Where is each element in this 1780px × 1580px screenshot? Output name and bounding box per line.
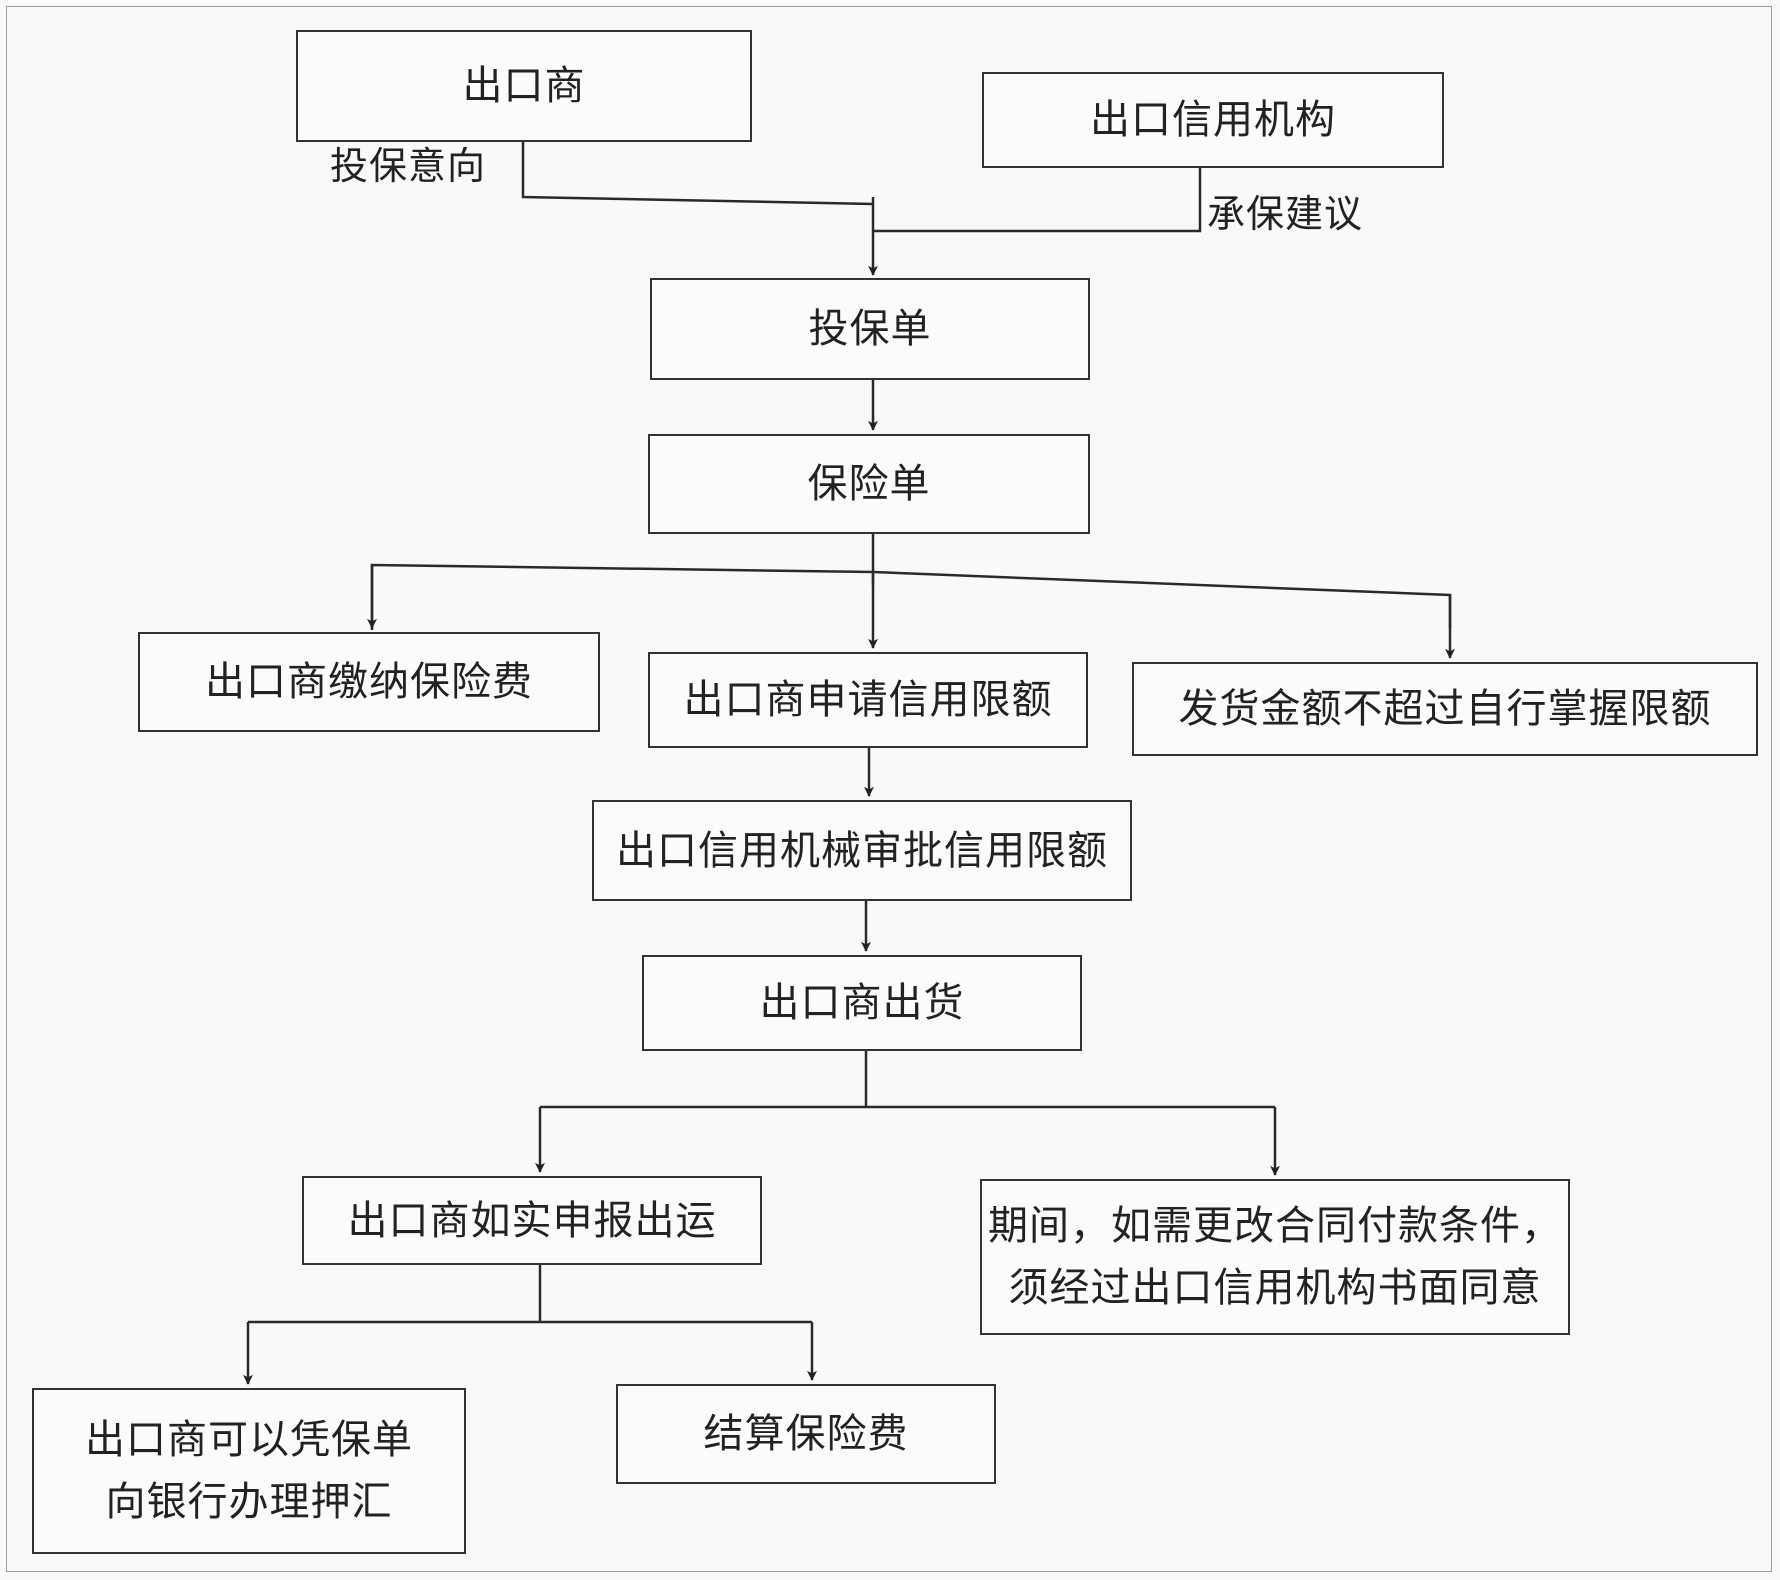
node-apply-limit: 出口商申请信用限额 [648,652,1088,748]
node-policy: 保险单 [648,434,1090,534]
connector-exporter [521,142,874,206]
node-eca: 出口信用机构 [982,72,1444,168]
node-application: 投保单 [650,278,1090,380]
node-contract-change: 期间，如需更改合同付款条件， 须经过出口信用机构书面同意 [980,1179,1570,1335]
branch-bar-policy [370,563,1452,630]
node-settle-premium: 结算保险费 [616,1384,996,1484]
node-approve-limit: 出口信用机械审批信用限额 [592,800,1132,901]
node-exporter: 出口商 [296,30,752,142]
edge-label-advice: 承保建议 [1207,192,1364,236]
node-declare-shipment: 出口商如实申报出运 [302,1176,762,1265]
edge-label-intent: 投保意向 [330,144,487,188]
node-self-limit: 发货金额不超过自行掌握限额 [1132,662,1758,756]
outer-frame [6,6,1772,1572]
node-shipment: 出口商出货 [642,955,1082,1051]
node-negotiate: 出口商可以凭保单 向银行办理押汇 [32,1388,466,1554]
node-pay-premium: 出口商缴纳保险费 [138,632,600,732]
connector-eca [873,168,1202,233]
